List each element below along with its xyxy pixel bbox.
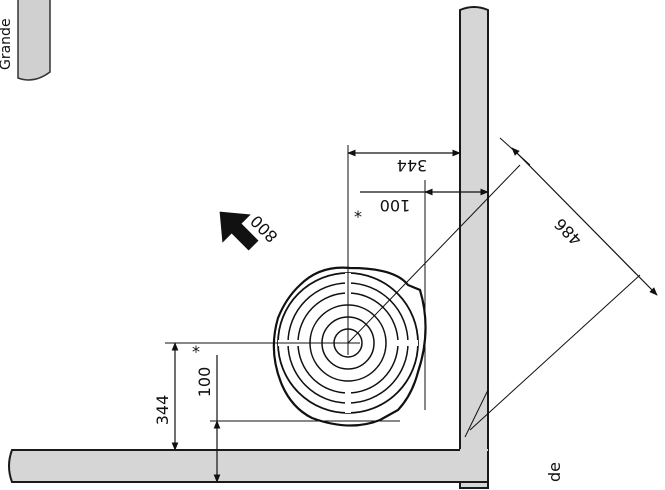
bottom-wall <box>8 449 489 483</box>
legend-label: Grande <box>0 18 14 70</box>
top-width-label: 344 <box>397 156 428 175</box>
bottom-label: de <box>545 462 564 482</box>
top-asterisk: * <box>354 207 362 226</box>
legend-box <box>17 0 51 81</box>
left-offset-label: 100 <box>195 367 214 398</box>
arrow-icon <box>219 211 259 251</box>
appliance <box>272 266 427 427</box>
right-wall <box>459 6 489 489</box>
left-asterisk: * <box>192 342 200 361</box>
top-offset-label: 100 <box>380 196 411 215</box>
diagonal-label: 486 <box>551 214 586 249</box>
left-height-label: 344 <box>153 395 172 426</box>
